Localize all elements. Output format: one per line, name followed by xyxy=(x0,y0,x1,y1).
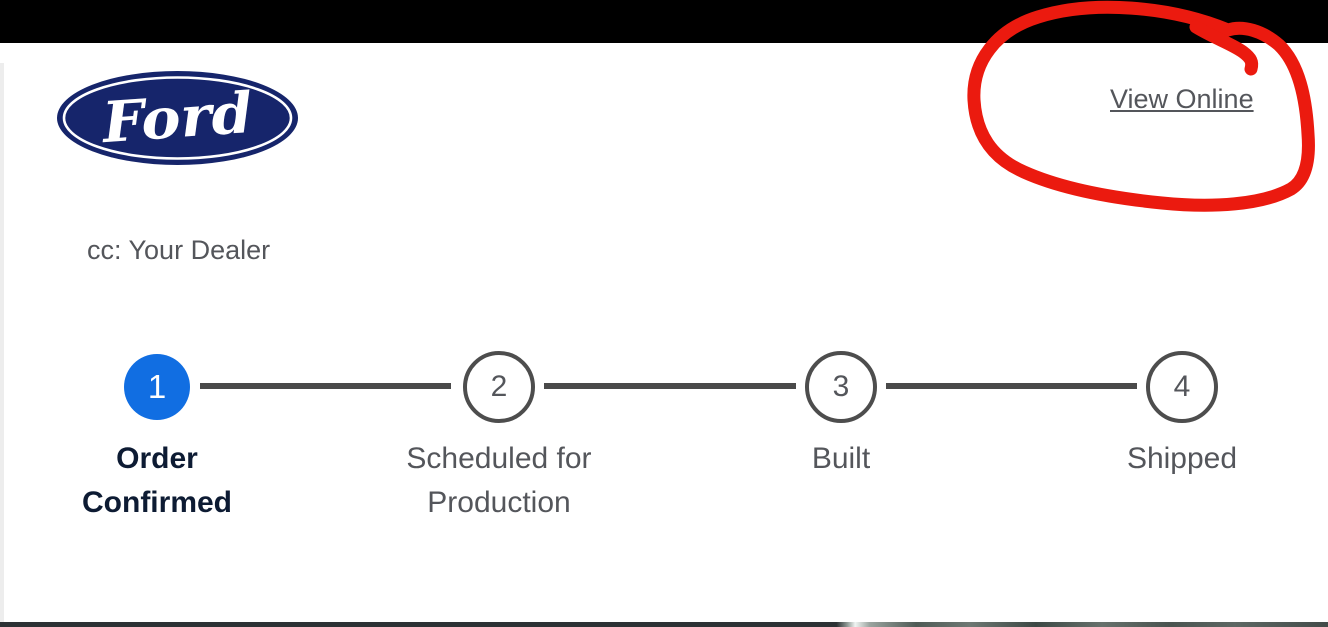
tracker-connector-3-4 xyxy=(886,383,1137,389)
step-circle-1: 1 xyxy=(124,354,190,420)
left-edge-strip xyxy=(0,63,4,622)
step-label: Scheduled for Production xyxy=(406,442,592,519)
step-label: Shipped xyxy=(1126,442,1238,475)
ford-logo-script: Ford xyxy=(98,80,254,156)
tracker-connector-2-3 xyxy=(544,383,796,389)
tracker-connector-1-2 xyxy=(200,383,451,389)
step-circle-2: 2 xyxy=(463,351,535,423)
step-number: 3 xyxy=(832,370,850,403)
step-number: 1 xyxy=(147,368,167,405)
tracker-step-scheduled-for-production: 2 Scheduled for Production xyxy=(349,340,649,525)
step-number: 2 xyxy=(490,370,508,403)
section-divider xyxy=(0,622,1328,627)
step-circle-4: 4 xyxy=(1146,351,1218,423)
view-online-link[interactable]: View Online xyxy=(1110,84,1254,114)
tracker-step-shipped: 4 Shipped xyxy=(1032,340,1328,481)
step-label: Order Confirmed xyxy=(82,442,232,519)
order-status-tracker: 1 Order Confirmed 2 Scheduled for Produc… xyxy=(0,340,1328,520)
top-banner xyxy=(0,0,1328,43)
tracker-step-built: 3 Built xyxy=(691,340,991,481)
tracker-step-order-confirmed: 1 Order Confirmed xyxy=(7,340,307,525)
ford-logo: Ford xyxy=(57,71,298,165)
step-circle-3: 3 xyxy=(805,351,877,423)
step-label: Built xyxy=(811,442,871,475)
cc-dealer-text: cc: Your Dealer xyxy=(87,235,271,265)
step-number: 4 xyxy=(1173,370,1191,403)
